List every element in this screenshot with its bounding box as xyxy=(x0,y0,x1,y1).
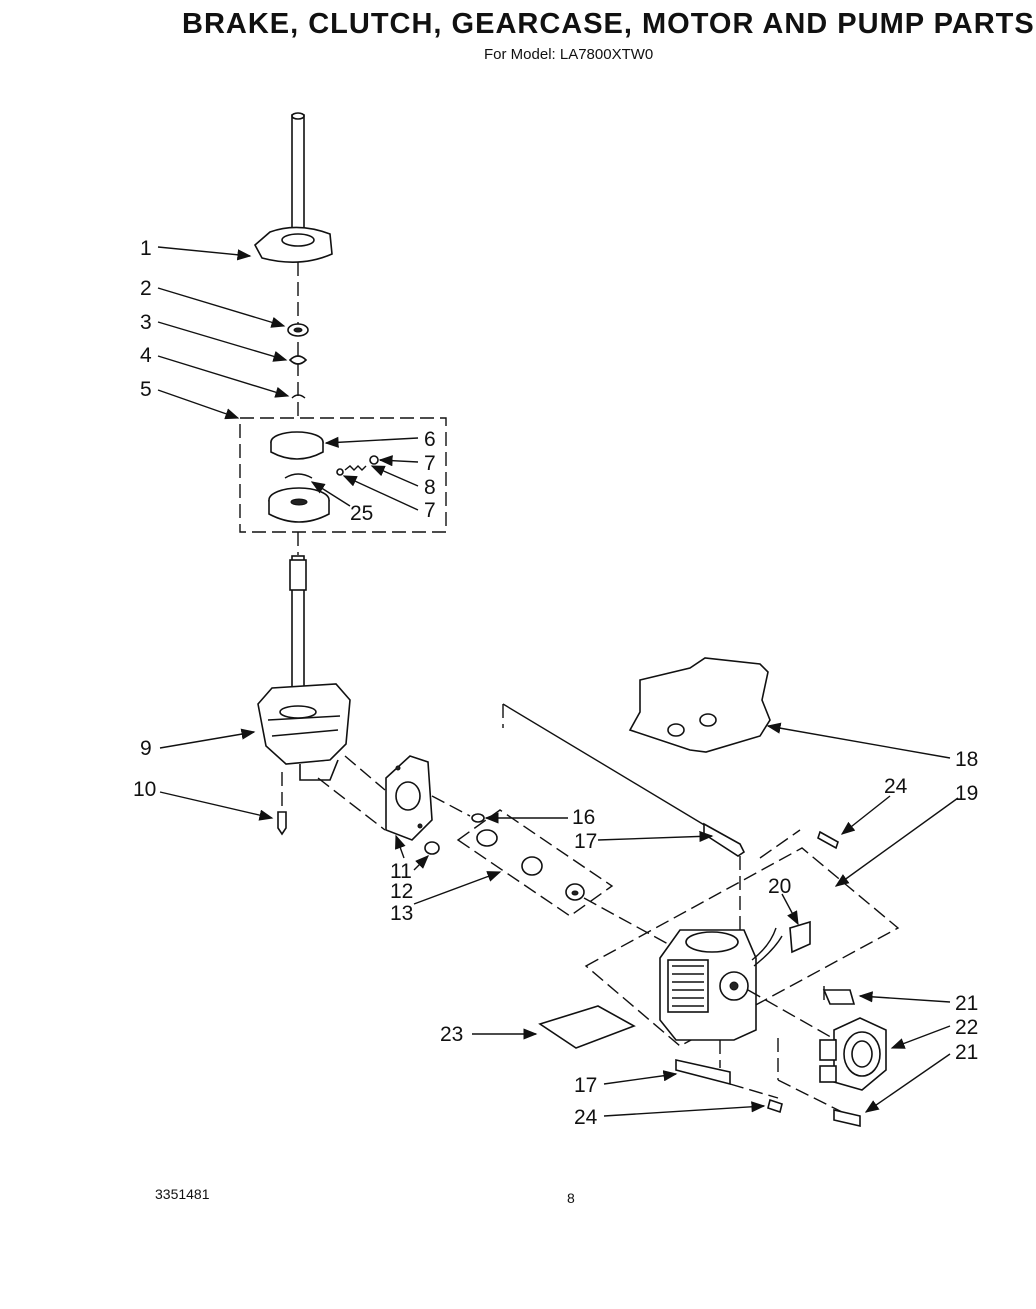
part-19-motor-mount-box xyxy=(584,847,900,1047)
callout-4: 4 xyxy=(140,344,152,367)
part-25-spring-clip xyxy=(284,473,313,479)
callout-2: 2 xyxy=(140,277,152,300)
callout-16: 16 xyxy=(572,806,595,829)
part-13-coupling-box xyxy=(456,809,614,917)
motor xyxy=(659,927,783,1041)
callout-3: 3 xyxy=(140,311,152,334)
page-title: BRAKE, CLUTCH, GEARCASE, MOTOR AND PUMP … xyxy=(182,8,1035,40)
callout-18: 18 xyxy=(955,748,978,771)
brake-drum xyxy=(268,487,330,523)
part-23-motor-pad xyxy=(538,1005,636,1049)
callout-20: 20 xyxy=(768,875,791,898)
part-20-motor-switch xyxy=(789,920,811,954)
callout-24-top: 24 xyxy=(884,775,908,798)
callout-25: 25 xyxy=(350,502,373,525)
page-number: 8 xyxy=(567,1190,575,1206)
part-21-clip-lower xyxy=(833,1108,861,1128)
callout-21-lower: 21 xyxy=(955,1041,978,1064)
callout-11: 11 xyxy=(390,860,412,883)
callout-17-lower: 17 xyxy=(574,1074,597,1097)
part-1-brake-cam xyxy=(253,226,333,263)
callout-17-top: 17 xyxy=(574,830,597,853)
callout-8: 8 xyxy=(424,476,436,499)
part-4-retaining-ring xyxy=(291,394,306,399)
callout-7a: 7 xyxy=(424,452,436,475)
callout-7b: 7 xyxy=(424,499,436,522)
callout-13: 13 xyxy=(390,902,413,925)
callout-6: 6 xyxy=(424,428,436,451)
part-18-motor-shield xyxy=(628,657,771,753)
part-21-clip-upper xyxy=(822,989,856,1005)
part-24-bolt-lower xyxy=(767,1098,783,1114)
part-11-pump-bracket xyxy=(385,755,433,841)
part-3-spring-washer xyxy=(288,355,308,365)
agitator-shaft-lower xyxy=(289,555,307,707)
part-5-brake-package-box xyxy=(239,417,447,533)
callout-10: 10 xyxy=(133,778,156,801)
callout-5: 5 xyxy=(140,378,152,401)
part-9-gearcase xyxy=(257,683,351,781)
part-17-spacer-lower xyxy=(675,1059,731,1086)
part-17-wire-harness-top xyxy=(703,822,746,857)
part-6-brake-band xyxy=(270,431,324,460)
part-24-bolt-top xyxy=(817,830,839,850)
model-subtitle: For Model: LA7800XTW0 xyxy=(484,46,654,63)
part-16-pin xyxy=(471,813,485,823)
callout-23: 23 xyxy=(440,1023,463,1046)
brake-shaft-upper xyxy=(291,112,305,246)
document-code: 3351481 xyxy=(155,1186,210,1202)
callout-1: 1 xyxy=(140,237,152,260)
part-2-washer xyxy=(287,323,309,337)
part-22-pump xyxy=(819,1017,887,1091)
part-13-coupling-pieces xyxy=(476,829,585,901)
callout-22: 22 xyxy=(955,1016,978,1039)
callout-21-upper: 21 xyxy=(955,992,978,1015)
part-7-8-spring-assembly xyxy=(336,455,379,476)
callout-9: 9 xyxy=(140,737,152,760)
part-12-bolt xyxy=(424,841,440,855)
callout-24-lower: 24 xyxy=(574,1106,598,1129)
callout-19: 19 xyxy=(955,782,978,805)
callout-12: 12 xyxy=(390,880,413,903)
part-10-screw xyxy=(277,811,287,836)
